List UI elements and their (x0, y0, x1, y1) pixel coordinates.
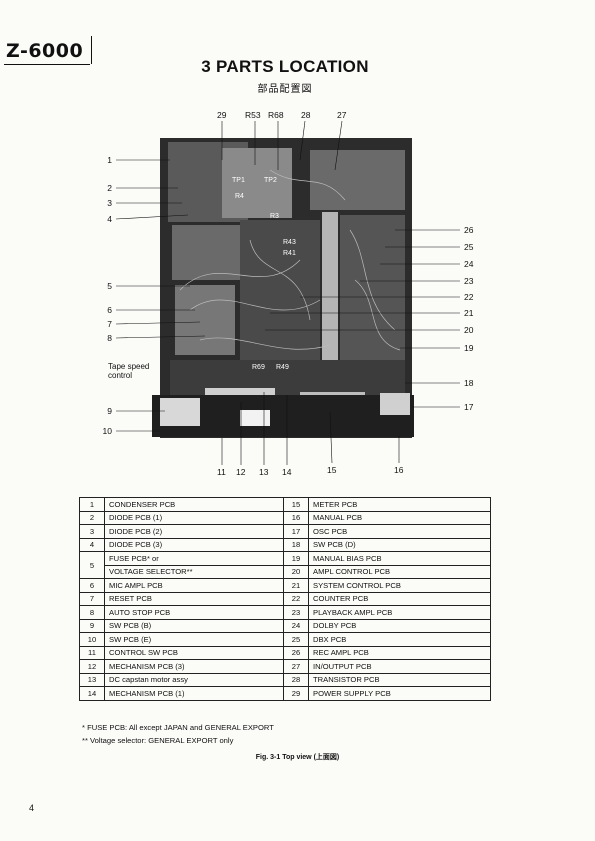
silk-label-r4: R4 (235, 193, 244, 200)
callout-21: 21 (464, 308, 474, 318)
model-name: Z-6000 (6, 40, 84, 62)
page-title: 3 PARTS LOCATION (201, 57, 369, 76)
callout-4: 4 (107, 214, 112, 224)
callout-3: 3 (107, 198, 112, 208)
left-heatsink-area (172, 225, 242, 280)
callout-26: 26 (464, 225, 474, 235)
callout-19: 19 (464, 343, 474, 353)
right-switch-area (380, 393, 410, 415)
table-row: 1 CONDENSER PCB 15 METER PCB (79, 497, 491, 512)
center-board-area (240, 220, 320, 360)
table-row: 14 MECHANISM PCB (1) 29 POWER SUPPLY PCB (79, 686, 491, 701)
callout-9: 9 (107, 406, 112, 416)
silk-label-r43: R43 (283, 239, 296, 246)
callout-13: 13 (259, 467, 269, 477)
tape-speed-control-label: Tape speed control (108, 362, 150, 380)
callout-20: 20 (464, 325, 474, 335)
silk-label-r49: R49 (276, 364, 289, 371)
table-row: 5 FUSE PCB* or 19 MANUAL BIAS PCB (79, 551, 491, 579)
callout-17: 17 (464, 402, 474, 412)
callout-1: 1 (107, 155, 112, 165)
callout-18: 18 (464, 378, 474, 388)
callout-11: 11 (217, 467, 226, 477)
callout-23: 23 (464, 276, 474, 286)
table-row: 12 MECHANISM PCB (3) 27 IN/OUTPUT PCB (79, 659, 491, 674)
footnotes: * FUSE PCB: All except JAPAN and GENERAL… (82, 721, 274, 747)
parts-table: 1 CONDENSER PCB 15 METER PCB 2 DIODE PCB… (79, 497, 491, 701)
table-row: 9 SW PCB (B) 24 DOLBY PCB (79, 618, 491, 633)
wire-harness (179, 169, 401, 351)
callout-7: 7 (107, 319, 112, 329)
left-switch-area (160, 398, 200, 426)
top-right-board (310, 150, 405, 210)
table-row: 13 DC capstan motor assy 28 TRANSISTOR P… (79, 672, 491, 687)
callout-28: 28 (301, 110, 311, 120)
table-row: VOLTAGE SELECTOR** 20 AMPL CONTROL PCB (80, 564, 491, 579)
silk-label-tp1: TP1 (232, 177, 245, 184)
table-row: 3 DIODE PCB (2) 17 OSC PCB (79, 524, 491, 539)
callout-5: 5 (107, 281, 112, 291)
callout-r68: R68 (268, 110, 284, 120)
model-divider (91, 36, 92, 64)
table-row: 6 MIC AMPL PCB 21 SYSTEM CONTROL PCB (79, 578, 491, 593)
callout-15: 15 (327, 465, 337, 475)
footnote-fuse-pcb: * FUSE PCB: All except JAPAN and GENERAL… (82, 723, 274, 732)
silk-label-r41: R41 (283, 250, 296, 257)
table-row: 2 DIODE PCB (1) 16 MANUAL PCB (79, 510, 491, 525)
callout-22: 22 (464, 292, 474, 302)
center-rail (322, 212, 338, 362)
silk-label-tp2: TP2 (264, 177, 277, 184)
capstan-motor-area (240, 410, 270, 426)
callout-6: 6 (107, 305, 112, 315)
footnote-voltage-selector: ** Voltage selector: GENERAL EXPORT only (82, 736, 234, 745)
page-number: 4 (29, 803, 35, 813)
callout-14: 14 (282, 467, 292, 477)
table-row: 10 SW PCB (E) 25 DBX PCB (79, 632, 491, 647)
table-row: 8 AUTO STOP PCB 23 PLAYBACK AMPL PCB (79, 605, 491, 620)
callout-16: 16 (394, 465, 404, 475)
parts-location-figure: TP1 TP2 R4 R3 R43 R41 R69 R49 29 R53 R68… (103, 110, 474, 477)
silk-label-r69: R69 (252, 364, 265, 371)
left-board-stack (175, 285, 235, 355)
page-subtitle: 部品配置図 (257, 84, 313, 95)
callout-r53: R53 (245, 110, 261, 120)
table-row: 11 CONTROL SW PCB 26 REC AMPL PCB (79, 645, 491, 660)
callout-24: 24 (464, 259, 474, 269)
table-row: 4 DIODE PCB (3) 18 SW PCB (D) (79, 537, 491, 552)
table-row: 7 RESET PCB 22 COUNTER PCB (79, 591, 491, 606)
callout-2: 2 (107, 183, 112, 193)
callout-10: 10 (103, 426, 113, 436)
right-board-stack (340, 215, 405, 365)
callout-12: 12 (236, 467, 246, 477)
callout-25: 25 (464, 242, 474, 252)
model-underline (4, 64, 90, 65)
power-supply-board (222, 148, 292, 218)
callout-27: 27 (337, 110, 347, 120)
figure-caption: Fig. 3-1 Top view (上面図) (255, 754, 340, 761)
callout-8: 8 (107, 333, 112, 343)
silk-label-r3: R3 (270, 213, 279, 220)
callout-29: 29 (217, 110, 227, 120)
